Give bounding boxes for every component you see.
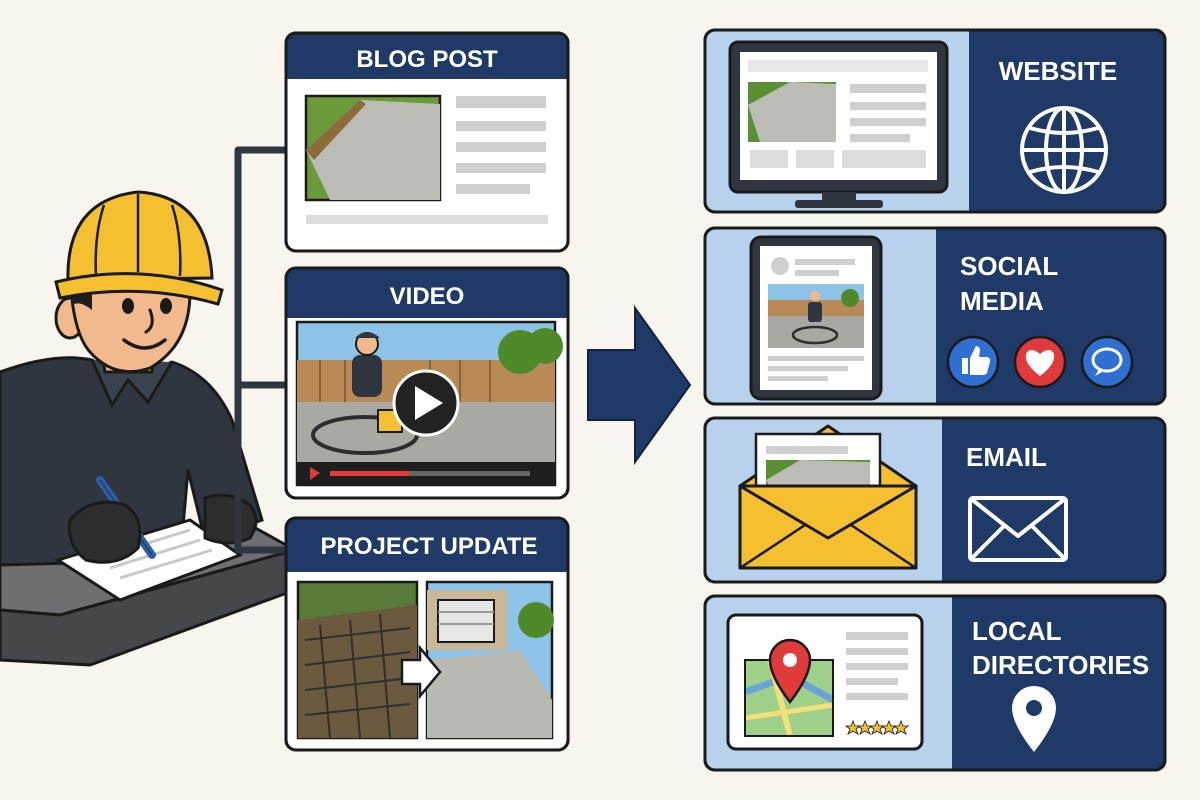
thumbs-up-icon[interactable] [946, 335, 1000, 389]
channel-label-email: EMAIL [966, 442, 1047, 472]
channel-label-social-1: SOCIAL [960, 251, 1058, 281]
before-photo [296, 580, 419, 740]
connector-lines [234, 146, 290, 554]
card-title-project: PROJECT UPDATE [321, 533, 538, 560]
star-rating-icon [844, 719, 910, 735]
worker-torso [0, 356, 264, 567]
worker-illustration [0, 190, 299, 667]
card-project-update: PROJECT UPDATE [284, 516, 570, 752]
channel-social-media: SOCIAL MEDIA [703, 226, 1167, 406]
channel-label-local-2: DIRECTORIES [972, 650, 1149, 680]
directory-listing-icon [726, 613, 924, 751]
after-photo [425, 580, 554, 740]
map-pin-icon [1012, 686, 1056, 752]
tablet-icon [749, 235, 883, 401]
channel-label-local-1: LOCAL [972, 616, 1062, 646]
video-progress-bar[interactable] [297, 462, 555, 485]
big-arrow-icon [587, 304, 692, 466]
card-title-blog: BLOG POST [356, 46, 498, 73]
card-blog-post: BLOG POST [284, 31, 570, 253]
channel-email: EMAIL [703, 416, 1167, 584]
before-after-arrow-icon [400, 644, 442, 700]
hard-hat [54, 190, 224, 306]
blog-photo [304, 94, 442, 202]
channel-label-social-2: MEDIA [960, 286, 1044, 316]
card-video: VIDEO [284, 266, 570, 500]
channel-label-website: WEBSITE [999, 56, 1117, 86]
open-envelope-icon [738, 424, 918, 570]
heart-icon[interactable] [1013, 335, 1067, 389]
channel-local-directories: LOCAL DIRECTORIES [703, 594, 1167, 772]
monitor-icon [728, 40, 949, 208]
channel-website: WEBSITE [703, 28, 1167, 214]
play-button-icon[interactable] [392, 369, 460, 437]
chat-bubble-icon[interactable] [1080, 335, 1134, 389]
globe-icon [1020, 106, 1108, 194]
card-title-video: VIDEO [390, 283, 465, 310]
envelope-icon [968, 496, 1068, 562]
